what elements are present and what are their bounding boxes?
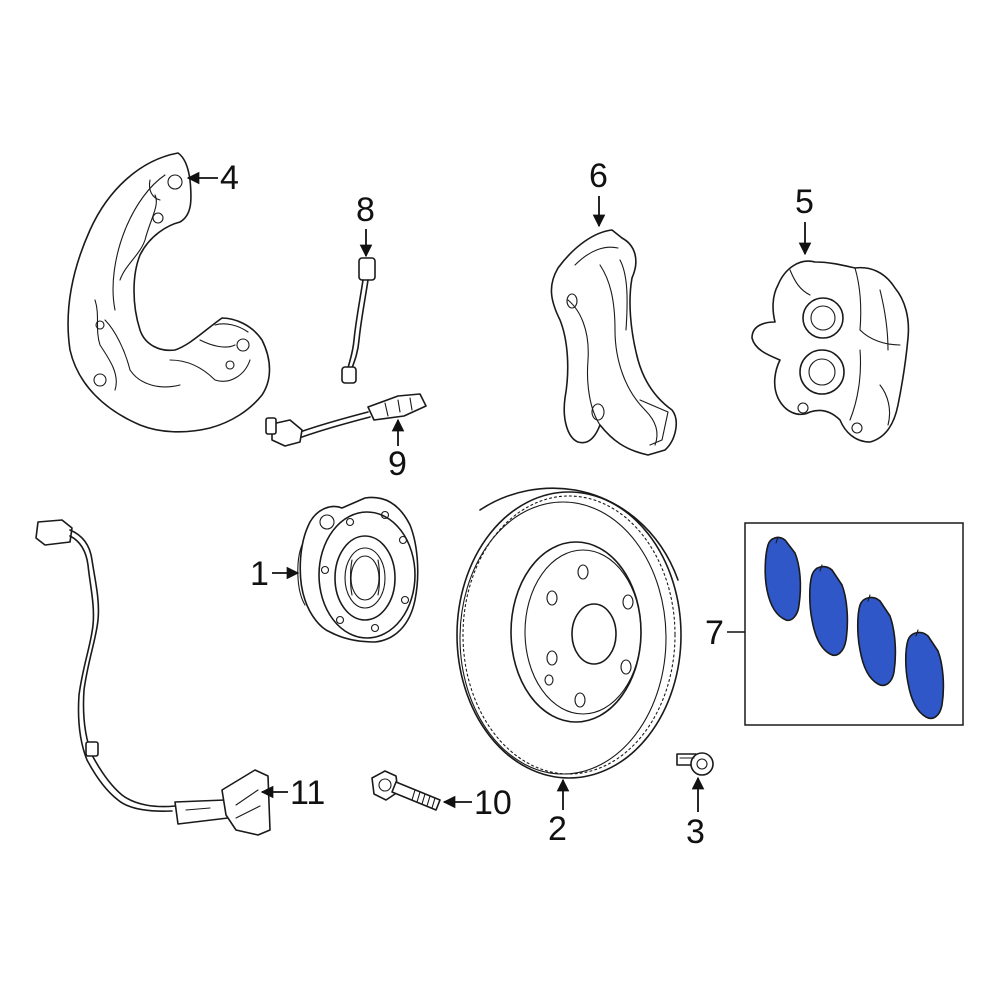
brake-pad-set-part[interactable] bbox=[744, 522, 964, 726]
callout-10: 10 bbox=[442, 784, 512, 822]
callout-7: 7 bbox=[705, 614, 745, 652]
caliper-part[interactable] bbox=[751, 260, 910, 443]
callout-label-8: 8 bbox=[356, 191, 375, 229]
abs-sensor-wire-part[interactable] bbox=[35, 519, 271, 836]
callout-label-7: 7 bbox=[705, 614, 724, 652]
rotor-screw-part[interactable] bbox=[676, 752, 714, 776]
callout-6: 6 bbox=[589, 157, 608, 228]
brake-pad-4 bbox=[904, 631, 945, 720]
brake-pad-3 bbox=[856, 596, 897, 687]
splash-shield-part[interactable] bbox=[67, 152, 271, 433]
bolt-part[interactable] bbox=[371, 770, 441, 811]
callout-label-4: 4 bbox=[220, 159, 239, 197]
callout-8: 8 bbox=[356, 191, 375, 258]
callout-label-6: 6 bbox=[589, 157, 608, 195]
callout-1: 1 bbox=[250, 555, 300, 593]
callout-11: 11 bbox=[260, 774, 325, 812]
callout-5: 5 bbox=[795, 183, 814, 256]
callout-label-3: 3 bbox=[686, 813, 705, 851]
wear-sensor-upper-part[interactable] bbox=[341, 257, 376, 384]
callout-label-1: 1 bbox=[250, 555, 269, 593]
callout-label-10: 10 bbox=[474, 784, 512, 822]
callout-2: 2 bbox=[548, 778, 570, 848]
callout-label-11: 11 bbox=[290, 774, 325, 812]
callout-label-5: 5 bbox=[795, 183, 814, 221]
wheel-hub-part[interactable] bbox=[297, 496, 419, 643]
brake-pad-1 bbox=[764, 536, 802, 622]
callout-label-9: 9 bbox=[388, 445, 407, 483]
callout-9: 9 bbox=[388, 418, 407, 483]
brake-pad-2 bbox=[808, 565, 849, 656]
callout-4: 4 bbox=[186, 159, 239, 197]
pad-set-box bbox=[744, 522, 964, 726]
wear-sensor-lower-part[interactable] bbox=[265, 393, 427, 447]
caliper-bracket-part[interactable] bbox=[550, 229, 677, 456]
brake-rotor-part[interactable] bbox=[456, 487, 682, 779]
callout-3: 3 bbox=[686, 776, 705, 851]
callout-label-2: 2 bbox=[548, 810, 567, 848]
